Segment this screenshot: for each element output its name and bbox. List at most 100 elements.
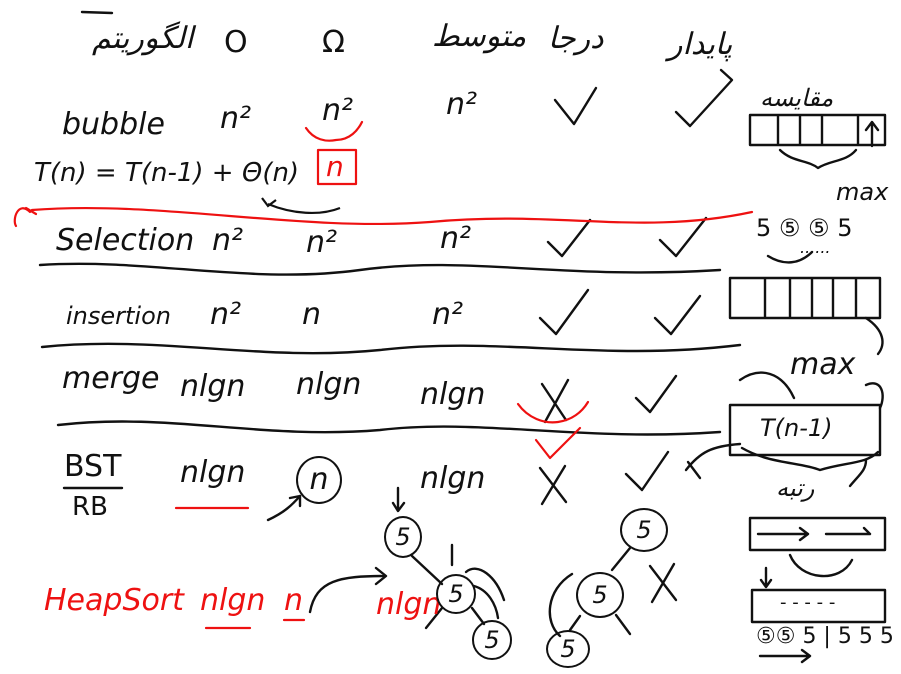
row-bubble-worst: n² [322, 93, 354, 128]
max-label-2: max [790, 347, 856, 382]
separator-insertion-merge [40, 342, 742, 355]
check-selection-inplace [546, 218, 592, 258]
row-heapsort-worst: n [284, 583, 304, 618]
red-check-bst [534, 426, 582, 460]
red-separator [30, 206, 754, 226]
merge-array-curve-2 [864, 382, 884, 410]
row-bst-average: nlgn [420, 461, 486, 496]
header-best: O [224, 25, 248, 60]
row-selection-best: n² [212, 223, 244, 258]
cross-merge-inplace-a [540, 382, 568, 422]
selection-loop-arrow [766, 250, 814, 264]
merge-right-curve [848, 458, 868, 488]
header-stable: پایدار [668, 27, 733, 62]
heap-down-arrow [759, 566, 773, 589]
heap-bottom-underline [758, 648, 812, 664]
check-bst-stable [624, 450, 670, 492]
separator-merge-bst [56, 420, 722, 436]
row-insertion-name: insertion [66, 302, 171, 330]
red-brace-bubble-worst [304, 120, 364, 142]
cross-merge-inplace-b [543, 378, 570, 424]
recurrence-arrowhead [261, 197, 277, 208]
max-label-1: max [836, 178, 889, 206]
tree-right-edge-1 [610, 546, 632, 572]
tree-left-root: 5 [384, 516, 422, 558]
separator-selection-insertion [38, 262, 722, 276]
red-left-arrow [13, 207, 32, 228]
bottom-array-values: ⑤⑤ 5 | 5 5 5 [756, 624, 894, 649]
insertion-array-arrow [864, 316, 884, 356]
row-bst-worst-circled: n [296, 456, 342, 504]
row-merge-name: merge [62, 361, 160, 396]
row-selection-worst: n² [306, 225, 338, 260]
recurrence: T(n) = T(n-1) + Θ(n) [34, 158, 300, 188]
merge-array-box [728, 403, 882, 457]
heap-array-box-bottom [750, 588, 887, 624]
merge-box-label: T(n-1) [760, 414, 833, 442]
selection-dots: ...... [800, 238, 831, 257]
merge-side-label: رتبه [776, 474, 815, 502]
red-brace-merge-inplace [516, 400, 590, 424]
cross-heapsort-b [650, 562, 676, 604]
tree-right-curve [548, 572, 574, 638]
tree-right-mid: 5 [576, 572, 624, 618]
red-circle-marks [24, 206, 38, 216]
bubble-side-label: مقایسه [760, 84, 834, 112]
tree-left-down-arrow-1-head [391, 501, 406, 513]
row-insertion-best: n² [210, 297, 242, 332]
header-algorithm: الگوریتم [92, 21, 194, 56]
row-selection-name: Selection [56, 223, 195, 258]
header-average: متوسط [432, 19, 527, 54]
row-merge-average: nlgn [420, 377, 486, 412]
arrow-to-circle-n [266, 494, 302, 522]
bottom-array-dots: - - - - - [780, 592, 836, 613]
tree-left-leaf: 5 [472, 620, 512, 660]
row-merge-best: nlgn [180, 369, 246, 404]
header-worst: Ω [322, 25, 345, 60]
tree-right-leaf: 5 [546, 630, 590, 668]
merge-array-curve [738, 371, 796, 400]
tree-left-swap [464, 567, 506, 602]
check-merge-stable [634, 374, 678, 414]
row-bubble-average: n² [446, 87, 478, 122]
red-box-n [316, 148, 358, 186]
recurrence-arrow [267, 202, 341, 215]
heap-array-arrows [756, 526, 872, 542]
check-insertion-stable [653, 294, 702, 336]
tree-left-swap-2 [472, 584, 500, 620]
row-merge-worst: nlgn [296, 367, 362, 402]
row-insertion-average: n² [432, 297, 464, 332]
row-bst-subname: RB [72, 492, 108, 522]
cross-bst-inplace-b [540, 464, 567, 506]
merge-left-arrow [684, 442, 742, 472]
merge-array-curve-3 [740, 446, 880, 472]
stroke-dash [80, 10, 114, 15]
tree-left-edge-1 [410, 554, 444, 586]
tree-left-mid: 5 [436, 574, 476, 614]
tree-right-edge-3 [568, 614, 582, 632]
bubble-array-brace [778, 148, 858, 170]
check-insertion-inplace [538, 288, 590, 336]
row-selection-average: n² [440, 221, 472, 256]
selection-side: 5 ⑤ ⑤ 5 [756, 214, 853, 242]
tree-right-edge-2 [614, 613, 632, 636]
insertion-array-box [728, 276, 882, 320]
row-heapsort-average: nlgn [376, 587, 442, 622]
heap-array-brace [788, 553, 854, 578]
heap-array-box-top [748, 516, 887, 552]
check-selection-stable [658, 216, 708, 258]
row-bst-best: nlgn [180, 455, 246, 490]
check-bubble-inplace [553, 86, 598, 126]
row-bubble-best: n² [220, 101, 252, 136]
bubble-array-arrow [864, 120, 880, 148]
row-insertion-worst: n [302, 297, 322, 332]
bubble-worst-boxed: n [326, 150, 344, 183]
arrowhead-circle-n [288, 494, 302, 508]
bubble-array-box [748, 113, 887, 147]
arrow-heapsort [308, 574, 387, 614]
tree-left-edge-3 [424, 606, 444, 630]
row-heapsort-name: HeapSort [44, 583, 184, 618]
header-in-place: درجا [548, 21, 604, 56]
